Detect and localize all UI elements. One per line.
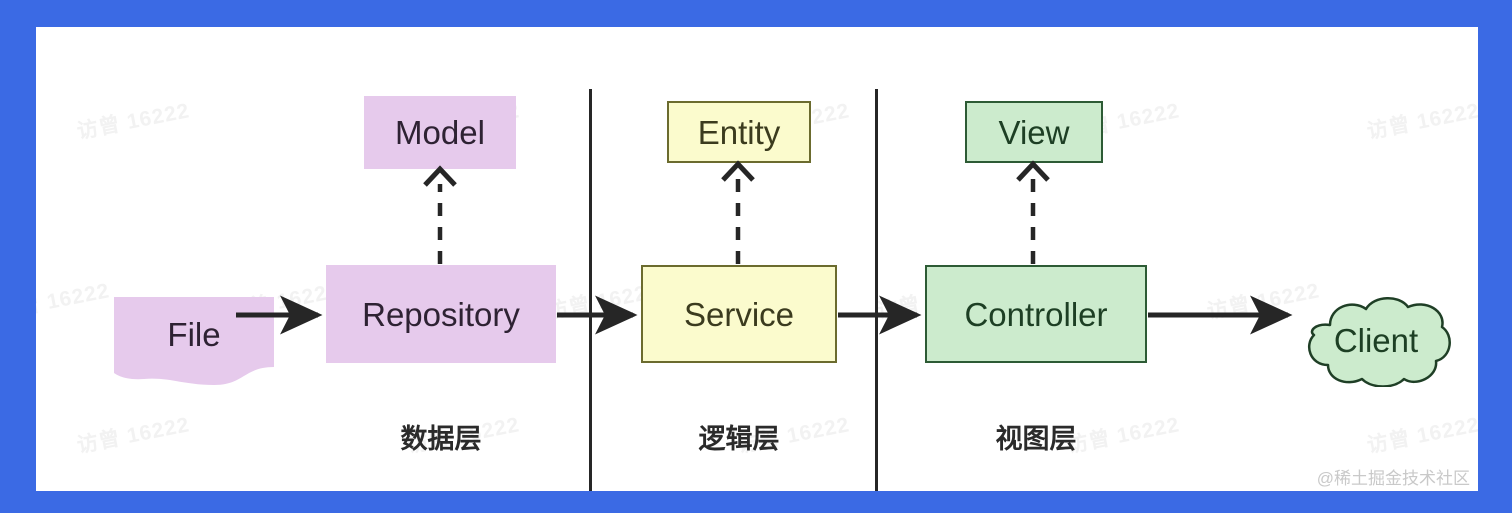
service-node: Service — [641, 265, 837, 363]
model-node: Model — [364, 96, 516, 169]
file-node-label: File — [167, 316, 221, 353]
watermark-tile: 访曾 16222 — [75, 99, 192, 144]
entity-node: Entity — [667, 101, 811, 163]
view-node: View — [965, 101, 1103, 163]
watermark-tile: 访曾 16222 — [1365, 413, 1478, 458]
controller-node: Controller — [925, 265, 1147, 363]
watermark-tile: 访曾 16222 — [75, 413, 192, 458]
file-node-shape — [114, 297, 274, 385]
layer-divider-logic-view — [875, 89, 878, 491]
layer-caption-data: 数据层 — [400, 424, 482, 454]
diagram-canvas: 访曾 16222 访曾 16222 访曾 16222 访曾 16222 访曾 1… — [36, 27, 1478, 491]
credit-watermark: @稀土掘金技术社区 — [1316, 469, 1470, 488]
layer-caption-view: 视图层 — [995, 424, 1077, 454]
client-node-label: Client — [1333, 322, 1419, 359]
watermark-tile: 访曾 16222 — [1365, 99, 1478, 144]
layer-caption-logic: 逻辑层 — [698, 424, 780, 454]
repository-node: Repository — [326, 265, 556, 363]
client-node-shape — [1300, 295, 1452, 387]
watermark-tile: 访曾 16222 — [36, 279, 112, 324]
layer-divider-data-logic — [589, 89, 592, 491]
